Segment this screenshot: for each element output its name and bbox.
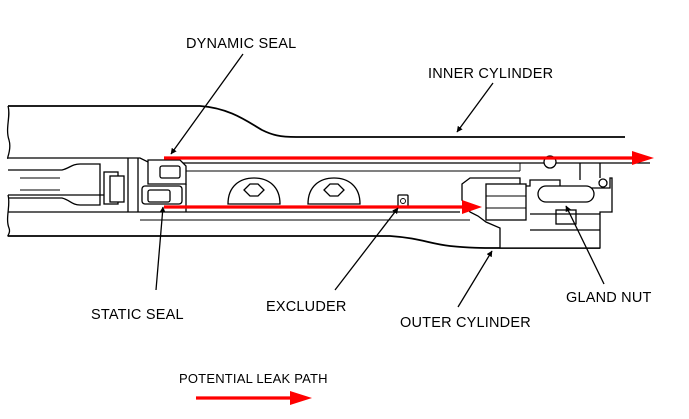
label-inner-cylinder: INNER CYLINDER <box>428 66 553 82</box>
leak-path-lower <box>164 200 482 214</box>
legend-arrow-head <box>290 391 312 405</box>
label-dynamic-seal: DYNAMIC SEAL <box>186 36 296 52</box>
leader-excluder <box>334 207 399 291</box>
leader-static-seal <box>155 206 166 291</box>
legend-text: POTENTIAL LEAK PATH <box>179 371 328 386</box>
leader-outer-cylinder <box>457 250 493 308</box>
leader-gland-nut <box>565 205 605 285</box>
leak-path-upper <box>164 151 654 165</box>
label-excluder: EXCLUDER <box>266 299 347 315</box>
gland-nut-part <box>461 155 613 249</box>
static-seal-part <box>141 184 187 212</box>
outer-cylinder-body <box>6 194 600 249</box>
label-gland-nut: GLAND NUT <box>566 290 652 306</box>
label-static-seal: STATIC SEAL <box>91 307 184 323</box>
lattice-openings <box>227 177 361 205</box>
inner-cylinder-body <box>6 105 650 172</box>
excluder-part <box>397 194 409 208</box>
label-outer-cylinder: OUTER CYLINDER <box>400 315 531 331</box>
piston-detail <box>8 158 139 212</box>
dynamic-seal-part <box>147 159 187 185</box>
leader-dynamic-seal <box>170 53 244 155</box>
leader-inner-cylinder <box>456 82 494 133</box>
legend: POTENTIAL LEAK PATH <box>179 371 328 405</box>
